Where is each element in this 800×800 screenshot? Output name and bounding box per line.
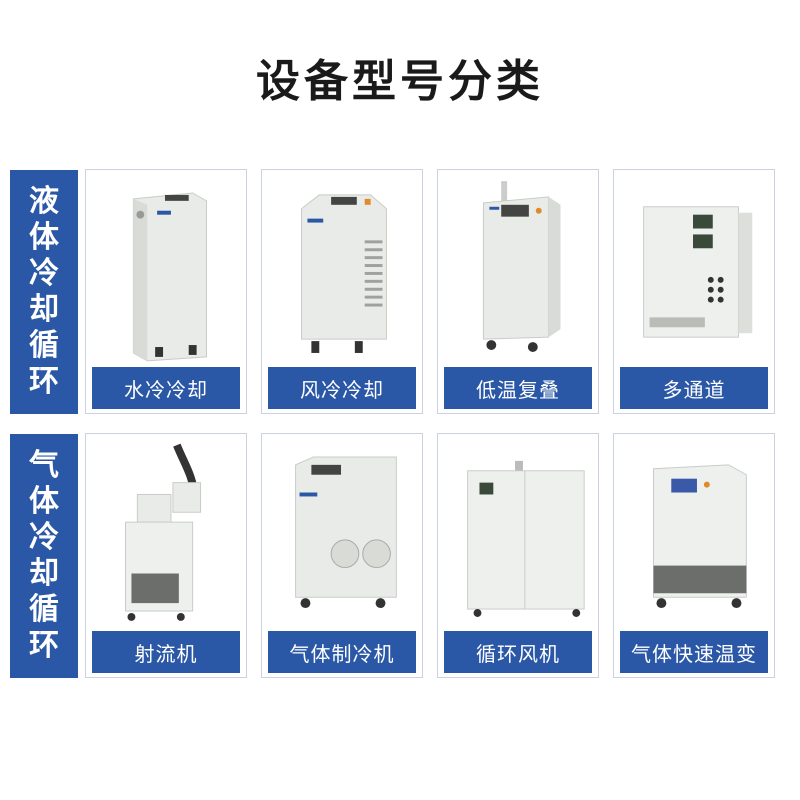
product-card-gas-chiller[interactable]: 气体制冷机 bbox=[261, 433, 423, 678]
product-card-air-cooled[interactable]: 风冷冷却 bbox=[261, 169, 423, 414]
product-label: 低温复叠 bbox=[444, 367, 592, 409]
product-card-multi-channel[interactable]: 多通道 bbox=[613, 169, 775, 414]
category-char: 却 bbox=[29, 556, 59, 591]
category-char: 液 bbox=[29, 184, 59, 219]
product-card-rapid-temp[interactable]: 气体快速温变 bbox=[613, 433, 775, 678]
product-label: 气体快速温变 bbox=[620, 631, 768, 673]
category-char: 却 bbox=[29, 292, 59, 327]
product-label: 气体制冷机 bbox=[268, 631, 416, 673]
page-title: 设备型号分类 bbox=[256, 56, 544, 107]
product-card-jet-stream[interactable]: 射流机 bbox=[85, 433, 247, 678]
product-card-circulation-fan[interactable]: 循环风机 bbox=[437, 433, 599, 678]
circulation-fan-unit-icon bbox=[467, 460, 585, 617]
category-char: 循 bbox=[29, 592, 59, 627]
category-char: 循 bbox=[29, 328, 59, 363]
product-label: 水冷冷却 bbox=[92, 367, 240, 409]
cascade-chiller-icon bbox=[482, 181, 561, 352]
category-char: 冷 bbox=[29, 520, 59, 555]
product-label: 射流机 bbox=[92, 631, 240, 673]
tall-chiller-icon bbox=[132, 192, 207, 362]
category-label-gas: 气 体 冷 却 循 环 bbox=[10, 434, 78, 678]
product-label: 风冷冷却 bbox=[268, 367, 416, 409]
air-cooled-chiller-icon bbox=[301, 194, 387, 353]
multi-channel-unit-icon bbox=[643, 206, 753, 338]
category-char: 环 bbox=[29, 364, 59, 399]
product-card-cascade[interactable]: 低温复叠 bbox=[437, 169, 599, 414]
category-char: 气 bbox=[29, 448, 59, 483]
category-char: 体 bbox=[29, 220, 59, 255]
rapid-temperature-unit-icon bbox=[653, 464, 747, 609]
category-char: 体 bbox=[29, 484, 59, 519]
category-label-liquid: 液 体 冷 却 循 环 bbox=[10, 170, 78, 414]
jet-stream-machine-icon bbox=[125, 443, 202, 621]
category-char: 冷 bbox=[29, 256, 59, 291]
product-label: 多通道 bbox=[620, 367, 768, 409]
gas-chiller-icon bbox=[295, 456, 397, 609]
product-card-water-cooled[interactable]: 水冷冷却 bbox=[85, 169, 247, 414]
product-label: 循环风机 bbox=[444, 631, 592, 673]
category-char: 环 bbox=[29, 628, 59, 663]
